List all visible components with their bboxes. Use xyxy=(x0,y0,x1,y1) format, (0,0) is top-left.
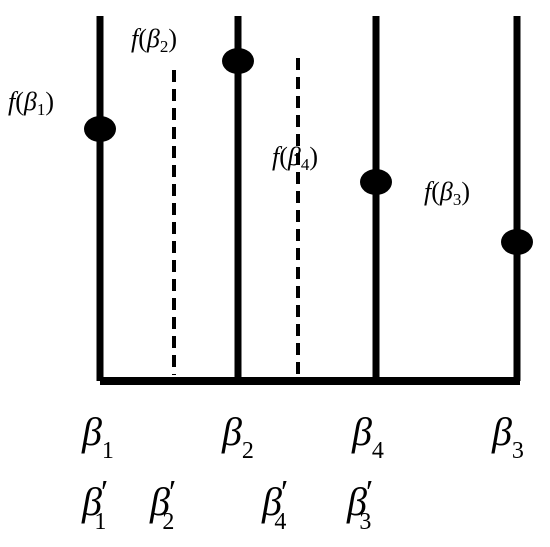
subscript: 1 xyxy=(94,509,106,535)
beta-symbol: β xyxy=(81,409,102,454)
prime-mark: ′ xyxy=(366,474,373,511)
subscript: 1 xyxy=(102,438,114,464)
paren-close: ) xyxy=(168,24,177,53)
beta-symbol: β xyxy=(351,409,372,454)
axis-label-beta1: β1 xyxy=(81,409,114,464)
beta-symbol: β xyxy=(491,409,512,454)
beta-symbol: β xyxy=(23,87,37,116)
point-f-beta3 xyxy=(501,229,533,255)
prime-label-beta1: β′1 xyxy=(81,474,108,535)
beta-symbol: β xyxy=(146,24,160,53)
axis-label-beta4: β4 xyxy=(351,409,384,464)
fn-symbol: f xyxy=(424,177,435,206)
subscript: 2 xyxy=(242,438,254,464)
beta-symbol: β xyxy=(439,177,453,206)
paren-close: ) xyxy=(45,87,54,116)
subscript: 3 xyxy=(453,190,462,209)
point-f-beta4 xyxy=(360,169,392,195)
beta-symbol: β xyxy=(221,409,242,454)
label-f-beta4: f(β4) xyxy=(272,142,318,174)
prime-label-beta2: β′2 xyxy=(149,474,176,535)
label-f-beta3: f(β3) xyxy=(424,177,470,209)
prime-label-beta4: β′4 xyxy=(261,474,288,535)
paren-close: ) xyxy=(461,177,470,206)
prime-label-beta3: β′3 xyxy=(346,474,373,535)
subscript: 2 xyxy=(160,37,169,56)
subscript: 3 xyxy=(359,509,371,535)
prime-mark: ′ xyxy=(169,474,176,511)
beta-symbol: β xyxy=(149,479,170,524)
beta-symbol: β xyxy=(81,479,102,524)
subscript: 1 xyxy=(37,100,46,119)
fn-symbol: f xyxy=(131,24,142,53)
axis-label-beta2: β2 xyxy=(221,409,254,464)
subscript: 2 xyxy=(162,509,174,535)
label-f-beta1: f(β1) xyxy=(8,87,54,119)
subscript: 4 xyxy=(301,155,310,174)
fn-symbol: f xyxy=(8,87,19,116)
prime-mark: ′ xyxy=(101,474,108,511)
paren-open: ( xyxy=(138,24,147,53)
prime-mark: ′ xyxy=(281,474,288,511)
subscript: 4 xyxy=(274,509,286,535)
subscript: 4 xyxy=(372,438,384,464)
paren-open: ( xyxy=(279,142,288,171)
paren-close: ) xyxy=(309,142,318,171)
fn-symbol: f xyxy=(272,142,283,171)
beta-symbol: β xyxy=(287,142,301,171)
subscript: 3 xyxy=(512,438,524,464)
point-f-beta2 xyxy=(222,48,254,74)
axis-label-beta3: β3 xyxy=(491,409,524,464)
beta-symbol: β xyxy=(261,479,282,524)
beta-symbol: β xyxy=(346,479,367,524)
paren-open: ( xyxy=(15,87,24,116)
point-f-beta1 xyxy=(84,116,116,142)
label-f-beta2: f(β2) xyxy=(131,24,177,56)
paren-open: ( xyxy=(431,177,440,206)
